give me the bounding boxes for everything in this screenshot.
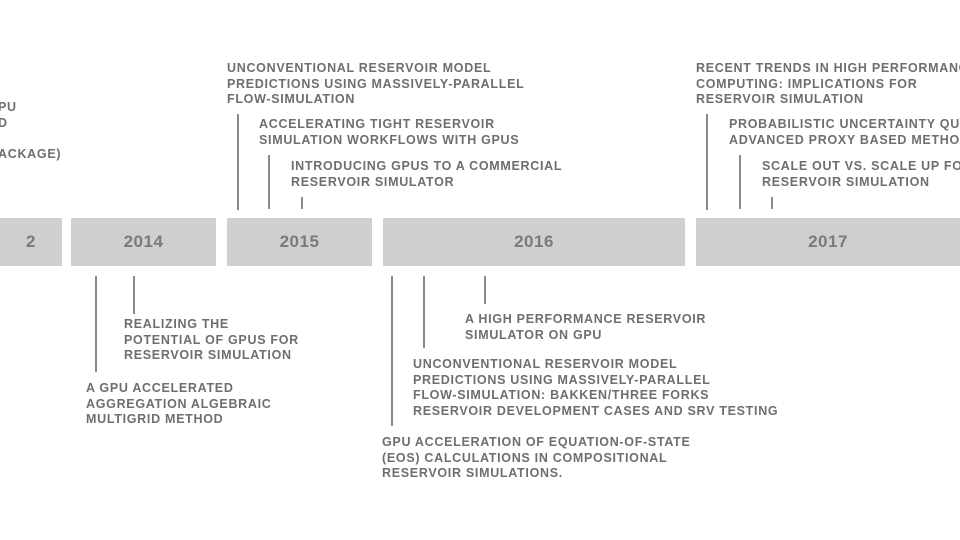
paper-label: UNCONVENTIONAL RESERVOIR MODEL PREDICTIO… xyxy=(413,357,778,419)
paper-label: PROBABILISTIC UNCERTAINTY QUANT ADVANCED… xyxy=(729,117,960,148)
label-line: RESERVOIR SIMULATION xyxy=(124,348,292,363)
label-line: RECENT TRENDS IN HIGH PERFORMANCE xyxy=(696,61,960,75)
label-line: A HIGH PERFORMANCE RESERVOIR xyxy=(465,312,707,326)
year-bar-2015: 2015 xyxy=(227,218,372,266)
paper-label: UNCONVENTIONAL RESERVOIR MODEL PREDICTIO… xyxy=(227,61,524,108)
connector-line xyxy=(95,276,97,372)
paper-label: RECENT TRENDS IN HIGH PERFORMANCE COMPUT… xyxy=(696,61,960,108)
label-line: D xyxy=(0,115,8,130)
connector-line xyxy=(301,197,303,209)
label-line: MULTIGRID METHOD xyxy=(86,412,224,427)
connector-line xyxy=(771,197,773,209)
label-line: (EOS) CALCULATIONS IN COMPOSITIONAL xyxy=(382,450,668,465)
label-line: SCALE OUT VS. SCALE UP FOR U xyxy=(762,159,960,173)
label-line: SIMULATOR ON GPU xyxy=(465,327,603,342)
label-line: PREDICTIONS USING MASSIVELY-PARALLEL xyxy=(227,76,525,91)
paper-label: SCALE OUT VS. SCALE UP FOR U RESERVOIR S… xyxy=(762,159,960,190)
label-line: RESERVOIR SIMULATION xyxy=(696,92,864,107)
paper-label: A HIGH PERFORMANCE RESERVOIR SIMULATOR O… xyxy=(465,312,706,343)
label-line: UNCONVENTIONAL RESERVOIR MODEL xyxy=(413,357,678,371)
year-label: 2017 xyxy=(808,232,848,251)
label-line: RESERVOIR SIMULATOR xyxy=(291,174,455,189)
label-line: GPU ACCELERATION OF EQUATION-OF-STATE xyxy=(382,435,691,449)
label-line: RESERVOIR SIMULATION xyxy=(762,174,930,189)
label-line: SIMULATION WORKFLOWS WITH GPUS xyxy=(259,132,520,147)
label-line: COMPUTING: IMPLICATIONS FOR xyxy=(696,76,918,91)
connector-line xyxy=(484,276,486,304)
label-line: FLOW-SIMULATION xyxy=(227,92,356,107)
year-bar-2016: 2016 xyxy=(383,218,685,266)
label-line: ACCELERATING TIGHT RESERVOIR xyxy=(259,117,495,131)
connector-line xyxy=(739,155,741,209)
paper-label: ACCELERATING TIGHT RESERVOIR SIMULATION … xyxy=(259,117,519,148)
paper-label: INTRODUCING GPUS TO A COMMERCIAL RESERVO… xyxy=(291,159,562,190)
connector-line xyxy=(391,276,393,426)
connector-line xyxy=(237,114,239,210)
label-line: ACKAGE) xyxy=(0,146,62,161)
label-line: UNCONVENTIONAL RESERVOIR MODEL xyxy=(227,61,492,75)
paper-label-partial: PU D ACKAGE) xyxy=(0,100,61,162)
connector-line xyxy=(423,276,425,348)
year-bar-2017: 2017 xyxy=(696,218,960,266)
connector-line xyxy=(268,155,270,209)
paper-label: A GPU ACCELERATED AGGREGATION ALGEBRAIC … xyxy=(86,381,272,428)
year-label: 2 xyxy=(26,232,36,251)
label-line: PROBABILISTIC UNCERTAINTY QUANT xyxy=(729,117,960,131)
label-line: PU xyxy=(0,100,17,114)
label-line: RESERVOIR DEVELOPMENT CASES AND SRV TEST… xyxy=(413,403,779,418)
label-line: REALIZING THE xyxy=(124,317,229,331)
connector-line xyxy=(133,276,135,314)
year-label: 2015 xyxy=(279,232,320,251)
year-bar-2012: 2 xyxy=(0,218,62,266)
label-line: AGGREGATION ALGEBRAIC xyxy=(86,396,272,411)
label-line: POTENTIAL OF GPUS FOR xyxy=(124,332,299,347)
label-line: INTRODUCING GPUS TO A COMMERCIAL xyxy=(291,159,563,173)
connector-line xyxy=(706,114,708,210)
label-line xyxy=(0,131,61,147)
label-line: ADVANCED PROXY BASED METHODS xyxy=(729,132,960,147)
paper-label: GPU ACCELERATION OF EQUATION-OF-STATE (E… xyxy=(382,435,691,482)
year-label: 2014 xyxy=(123,232,164,251)
year-bar-2014: 2014 xyxy=(71,218,216,266)
year-label: 2016 xyxy=(514,232,554,251)
label-line: PREDICTIONS USING MASSIVELY-PARALLEL xyxy=(413,372,711,387)
label-line: FLOW-SIMULATION: BAKKEN/THREE FORKS xyxy=(413,388,710,403)
paper-label: REALIZING THE POTENTIAL OF GPUS FOR RESE… xyxy=(124,317,299,364)
label-line: RESERVOIR SIMULATIONS. xyxy=(382,466,563,481)
label-line: A GPU ACCELERATED xyxy=(86,381,234,395)
